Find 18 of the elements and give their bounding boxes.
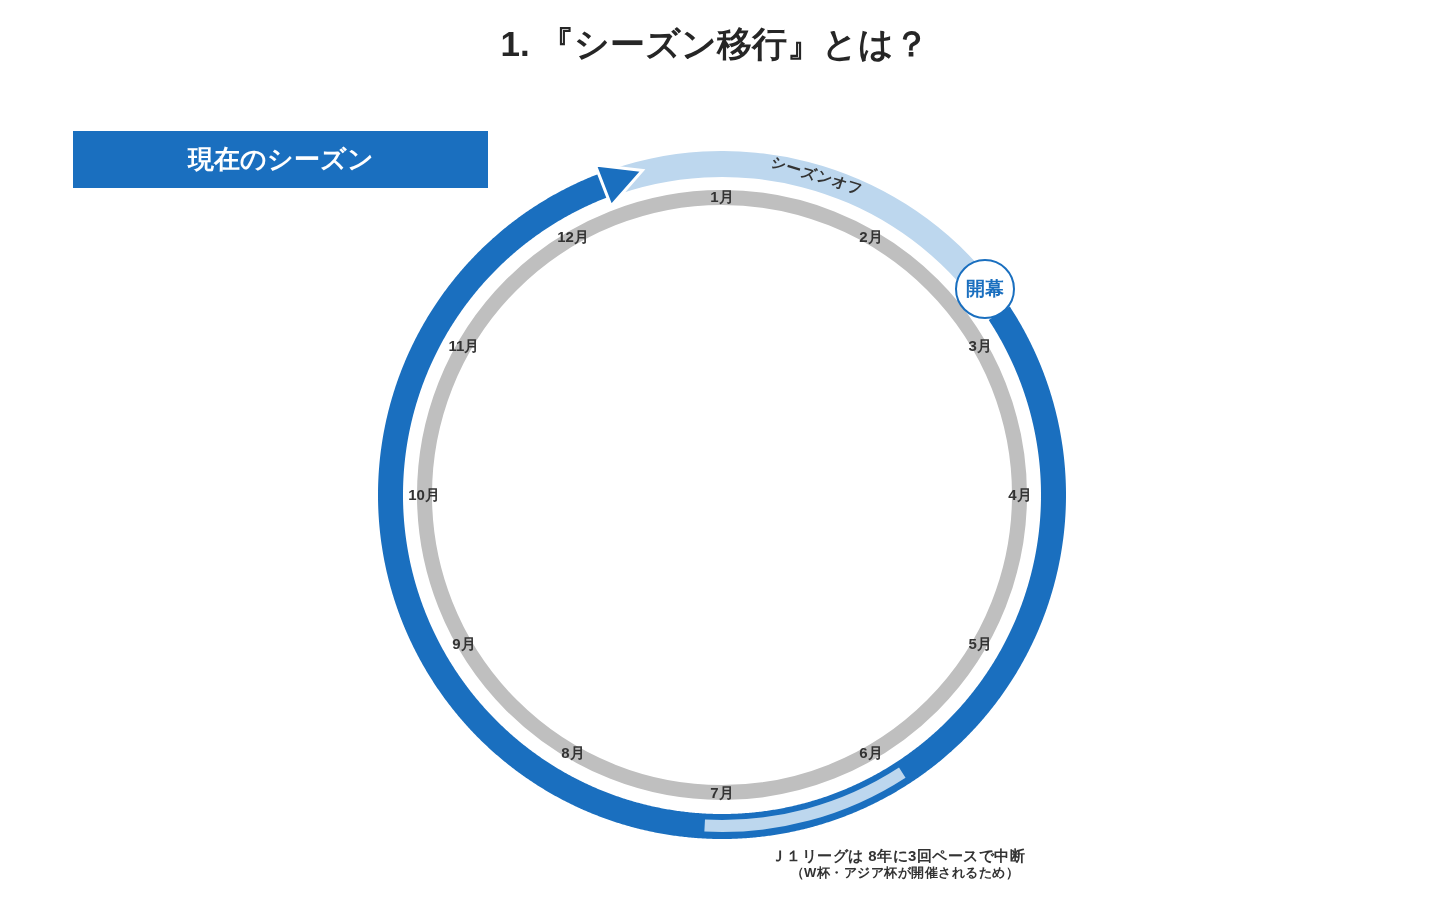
month-label: 8月	[561, 744, 585, 762]
note-text: （W杯・アジア杯が開催されるため）	[790, 865, 1020, 881]
month-label: 2月	[859, 228, 883, 246]
month-label: 4月	[1008, 486, 1032, 504]
month-label: 10月	[408, 486, 440, 504]
section-banner: 現在のシーズン	[73, 131, 488, 188]
month-label: 11月	[448, 337, 480, 355]
month-label: 5月	[968, 635, 992, 653]
month-label: 9月	[452, 635, 476, 653]
month-label: 7月	[710, 784, 734, 802]
month-label: 1月	[710, 188, 734, 206]
band-label: シーズンオフ	[767, 152, 866, 199]
month-label: 6月	[859, 744, 883, 762]
month-label: 12月	[557, 228, 589, 246]
note-text: Ｊ１リーグは 8年に3回ペースで中断	[770, 847, 1026, 865]
cycle-arrow	[378, 163, 1066, 839]
page-title: 1. 『シーズン移行』とは？	[500, 23, 930, 65]
month-label: 3月	[968, 337, 992, 355]
